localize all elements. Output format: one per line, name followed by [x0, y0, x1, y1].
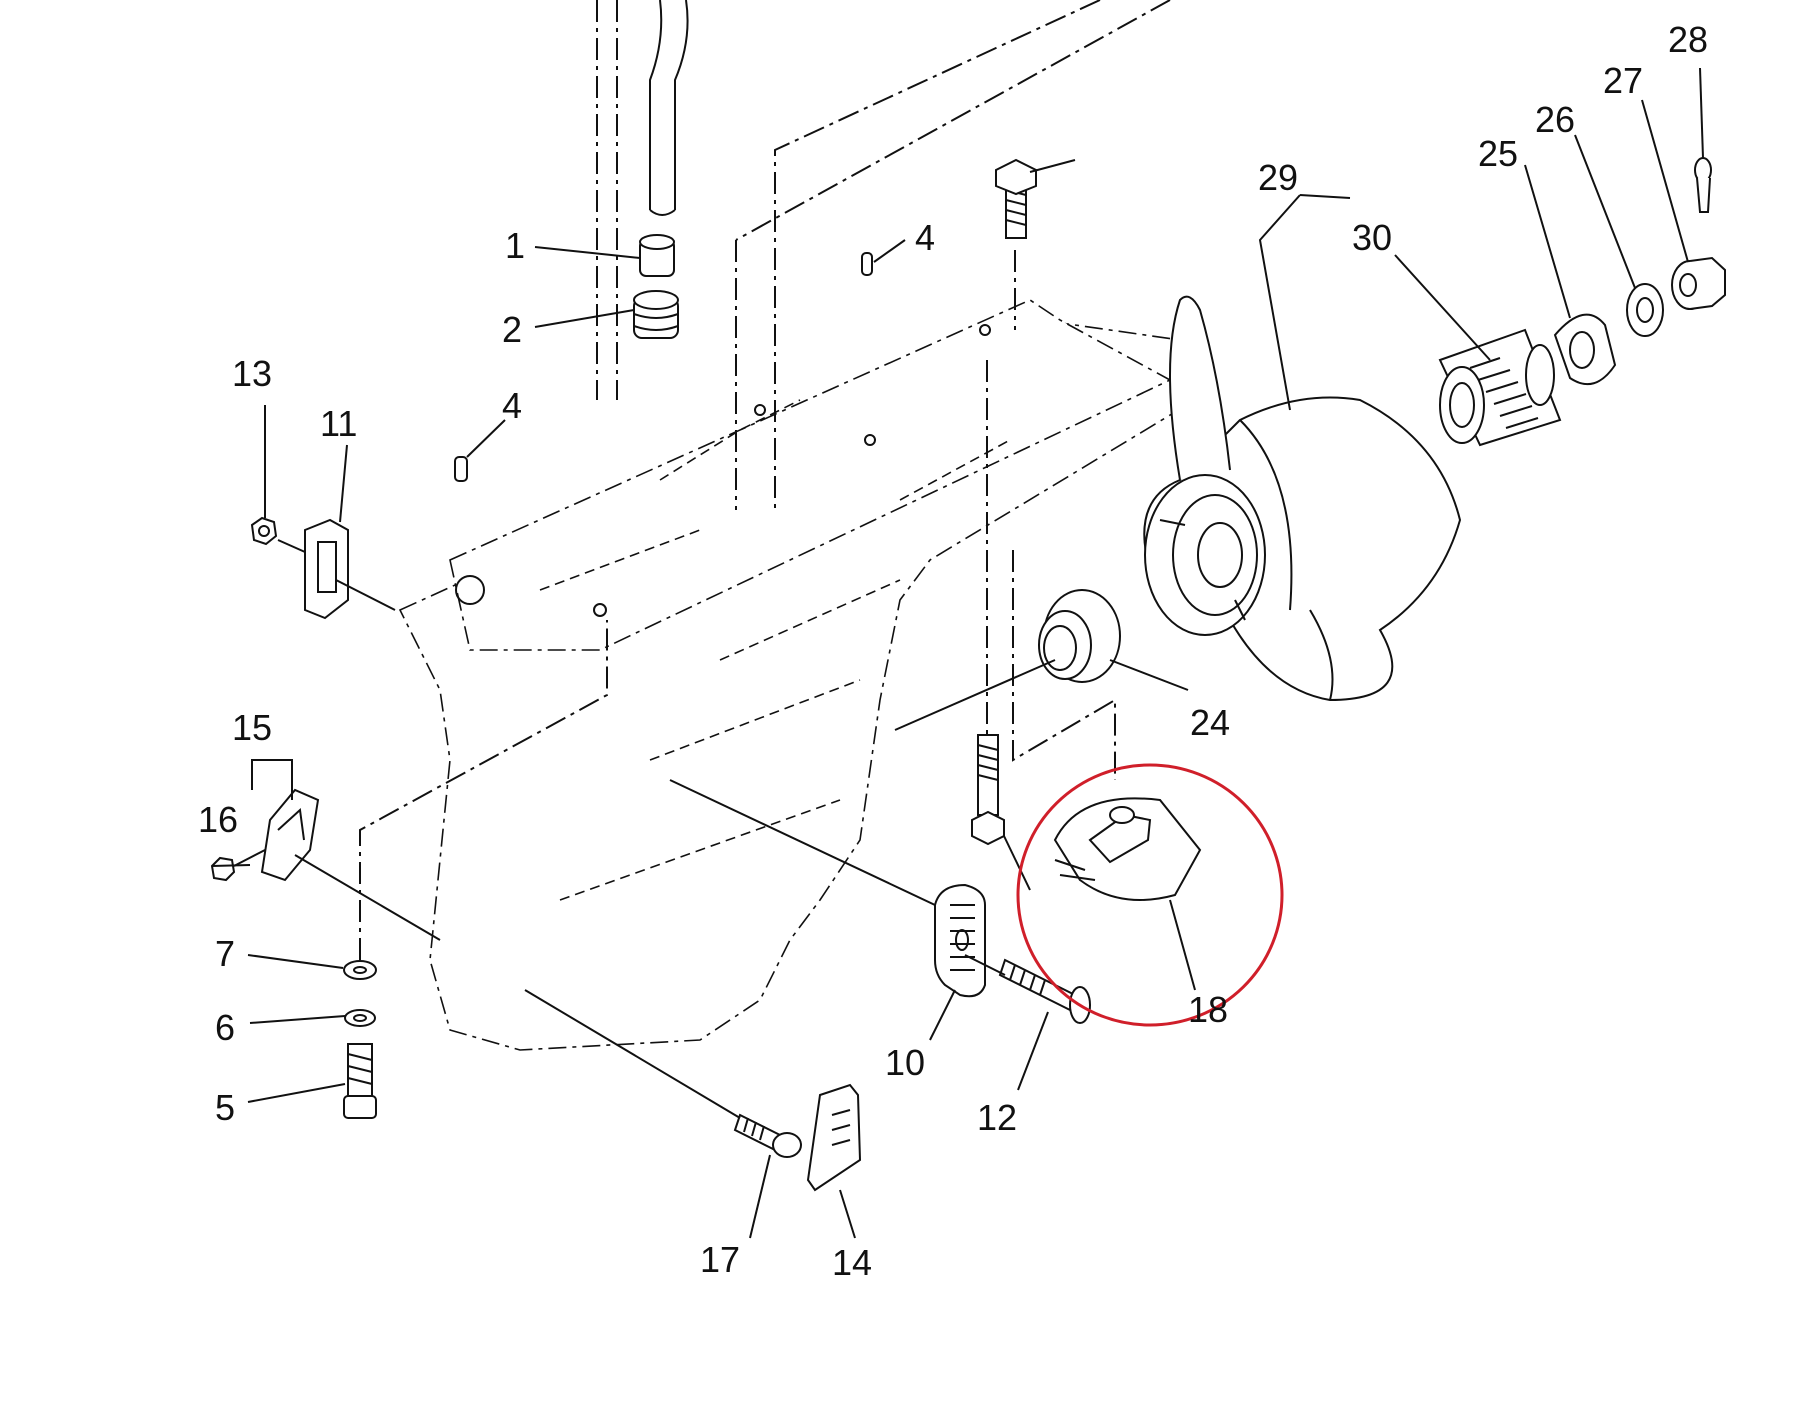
- part-16-nut: [210, 849, 266, 882]
- housing-bolt-lower: [971, 734, 1031, 891]
- part-11-bracket: [277, 518, 396, 620]
- part-27-castle-nut: [1671, 256, 1726, 310]
- label-part-4-left: 4: [502, 385, 522, 426]
- label-part-29: 29: [1258, 157, 1298, 198]
- part-14-cover: [806, 1083, 862, 1192]
- label-part-18: 18: [1188, 989, 1228, 1030]
- label-part-5: 5: [215, 1087, 235, 1128]
- part-18-trim-tab-anode: [1053, 797, 1202, 901]
- part-17-bolt: [524, 989, 802, 1158]
- part-4-dowel-pin-left: [454, 456, 468, 482]
- lower-unit-housing: [398, 299, 1196, 1051]
- part-1-bushing: [639, 234, 675, 277]
- label-part-30: 30: [1352, 217, 1392, 258]
- part-13-nut: [250, 516, 278, 546]
- housing-bolt-top: [995, 158, 1076, 239]
- part-26-washer: [1626, 283, 1664, 337]
- highlight-circle: [1016, 763, 1284, 1027]
- label-part-10: 10: [885, 1042, 925, 1083]
- part-labels: 1 2 4 4 13 11 15 16 7 6 5 10 12 17 14 18…: [198, 19, 1708, 1283]
- label-part-13: 13: [232, 353, 272, 394]
- part-29-propeller: [1143, 295, 1462, 702]
- label-part-11: 11: [320, 403, 357, 444]
- label-part-28: 28: [1668, 19, 1708, 60]
- part-10-anode: [934, 883, 986, 998]
- label-part-2: 2: [502, 309, 522, 350]
- leader-lines: [211, 67, 1704, 1239]
- label-part-6: 6: [215, 1007, 235, 1048]
- label-part-24: 24: [1190, 702, 1230, 743]
- label-part-1: 1: [505, 225, 525, 266]
- label-part-26: 26: [1535, 99, 1575, 140]
- part-28-cotter-pin: [1694, 157, 1712, 213]
- label-part-16: 16: [198, 799, 238, 840]
- part-4-dowel-pin-right: [861, 252, 873, 276]
- part-24-spacer: [894, 589, 1121, 731]
- part-2-seal: [633, 290, 679, 339]
- shaft-lines: [596, 0, 1171, 780]
- label-part-15: 15: [232, 707, 272, 748]
- label-part-4-right: 4: [915, 217, 935, 258]
- label-part-7: 7: [215, 933, 235, 974]
- part-30-thrust-washer: [1438, 328, 1562, 447]
- label-part-12: 12: [977, 1097, 1017, 1138]
- part-6-lock-washer: [344, 1009, 376, 1027]
- part-25-spacer: [1553, 313, 1617, 386]
- label-part-27: 27: [1603, 60, 1643, 101]
- label-part-17: 17: [700, 1239, 740, 1280]
- part-5-bolt: [343, 1043, 377, 1119]
- part-15-trim-tab-bracket: [251, 759, 320, 882]
- part-7-washer: [343, 960, 377, 980]
- label-part-25: 25: [1478, 133, 1518, 174]
- label-part-14: 14: [832, 1242, 872, 1283]
